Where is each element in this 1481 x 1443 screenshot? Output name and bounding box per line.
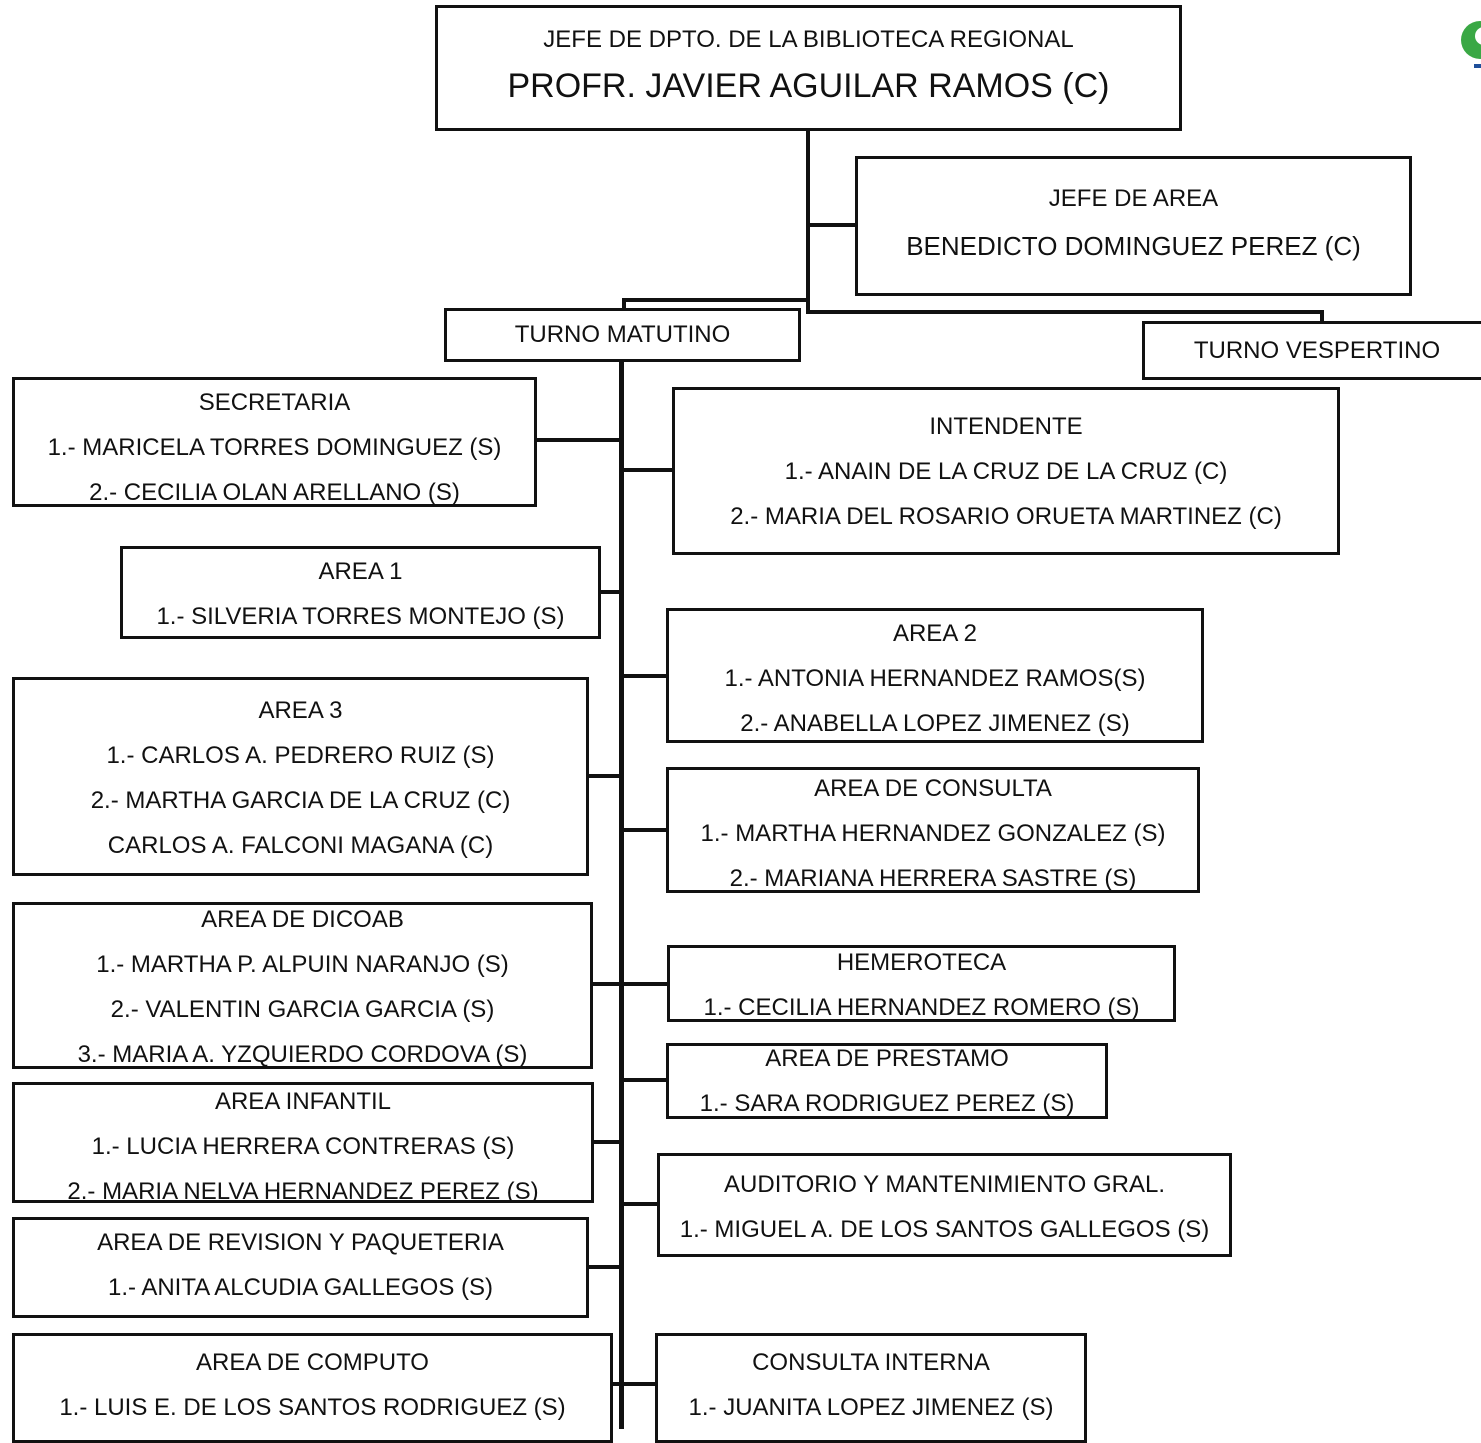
unit-member: 1.- MIGUEL A. DE LOS SANTOS GALLEGOS (S) [679,1216,1210,1243]
department-head-box: JEFE DE DPTO. DE LA BIBLIOTECA REGIONAL … [435,5,1182,131]
unit-box-dicoab: AREA DE DICOAB 1.- MARTHA P. ALPUIN NARA… [12,902,593,1069]
unit-box-computo: AREA DE COMPUTO 1.- LUIS E. DE LOS SANTO… [12,1333,613,1443]
unit-title: AREA DE REVISION Y PAQUETERIA [97,1229,504,1256]
connector-line [1320,310,1324,324]
connector-line [622,828,668,832]
unit-member: 2.- MARIA DEL ROSARIO ORUETA MARTINEZ (C… [730,503,1282,530]
unit-title: CONSULTA INTERNA [752,1349,990,1376]
unit-title: INTENDENTE [929,413,1083,440]
unit-title: AREA DE CONSULTA [814,775,1052,802]
connector-line [534,438,620,442]
unit-member: 1.- CECILIA HERNANDEZ ROMERO (S) [703,994,1140,1021]
department-head-title: JEFE DE DPTO. DE LA BIBLIOTECA REGIONAL [543,26,1074,53]
connector-line [622,1382,658,1386]
unit-box-consulta: AREA DE CONSULTA 1.- MARTHA HERNANDEZ GO… [666,767,1200,893]
unit-box-prestamo: AREA DE PRESTAMO 1.- SARA RODRIGUEZ PERE… [666,1043,1108,1119]
area-head-title: JEFE DE AREA [1048,185,1219,212]
unit-title: AREA INFANTIL [214,1088,392,1115]
trunk-line [619,359,624,1429]
area-head-name: BENEDICTO DOMINGUEZ PEREZ (C) [906,231,1361,261]
unit-box-consulta-interna: CONSULTA INTERNA 1.- JUANITA LOPEZ JIMEN… [655,1333,1087,1443]
department-head-name: PROFR. JAVIER AGUILAR RAMOS (C) [507,67,1110,105]
connector-line [586,1265,620,1269]
logo-icon [1461,21,1481,68]
connector-line [586,774,620,778]
connector-line [808,310,1324,314]
unit-title: AREA DE COMPUTO [196,1349,429,1376]
unit-title: AREA 2 [892,620,978,647]
unit-member: 1.- SILVERIA TORRES MONTEJO (S) [156,603,565,630]
unit-title: HEMEROTECA [836,949,1007,976]
unit-box-auditorio: AUDITORIO Y MANTENIMIENTO GRAL. 1.- MIGU… [657,1153,1232,1257]
unit-member: 2.- MARIANA HERRERA SASTRE (S) [729,865,1137,892]
evening-shift-label: TURNO VESPERTINO [1193,336,1441,364]
evening-shift-box: TURNO VESPERTINO [1142,321,1481,380]
connector-line [622,298,626,310]
connector-line [598,590,620,594]
unit-member: 1.- MARICELA TORRES DOMINGUEZ (S) [47,434,502,461]
unit-member: 3.- MARIA A. YZQUIERDO CORDOVA (S) [77,1041,528,1068]
unit-member: CARLOS A. FALCONI MAGANA (C) [107,832,494,859]
unit-member: 1.- SARA RODRIGUEZ PEREZ (S) [699,1090,1075,1117]
unit-title: AREA DE DICOAB [201,906,404,933]
morning-shift-label: TURNO MATUTINO [514,321,731,348]
unit-member: 2.- MARTHA GARCIA DE LA CRUZ (C) [90,787,511,814]
connector-line [808,223,858,227]
unit-member: 1.- CARLOS A. PEDRERO RUIZ (S) [106,742,495,769]
connector-line [622,674,668,678]
unit-box-hemeroteca: HEMEROTECA 1.- CECILIA HERNANDEZ ROMERO … [667,945,1176,1022]
unit-title: AUDITORIO Y MANTENIMIENTO GRAL. [724,1171,1165,1198]
unit-box-area3: AREA 3 1.- CARLOS A. PEDRERO RUIZ (S) 2.… [12,677,589,876]
unit-member: 1.- LUIS E. DE LOS SANTOS RODRIGUEZ (S) [59,1394,566,1421]
connector-line [806,128,810,314]
connector-line [592,1140,620,1144]
connector-line [622,1202,660,1206]
unit-member: 2.- VALENTIN GARCIA GARCIA (S) [110,996,495,1023]
unit-member: 1.- MARTHA HERNANDEZ GONZALEZ (S) [700,820,1166,847]
connector-line [610,1382,620,1386]
unit-member: 1.- LUCIA HERRERA CONTRERAS (S) [91,1133,515,1160]
connector-line [622,298,808,302]
unit-box-intendente: INTENDENTE 1.- ANAIN DE LA CRUZ DE LA CR… [672,387,1340,555]
connector-line [622,982,670,986]
unit-box-area2: AREA 2 1.- ANTONIA HERNANDEZ RAMOS(S) 2.… [666,608,1204,743]
unit-title: AREA DE PRESTAMO [765,1045,1009,1072]
unit-title: SECRETARIA [198,389,351,416]
morning-shift-box: TURNO MATUTINO [444,308,801,362]
connector-line [622,468,674,472]
unit-member: 1.- JUANITA LOPEZ JIMENEZ (S) [688,1394,1054,1421]
unit-box-revision: AREA DE REVISION Y PAQUETERIA 1.- ANITA … [12,1217,589,1318]
unit-title: AREA 3 [258,697,343,724]
unit-member: 2.- MARIA NELVA HERNANDEZ PEREZ (S) [67,1178,539,1203]
unit-box-secretaria: SECRETARIA 1.- MARICELA TORRES DOMINGUEZ… [12,377,537,507]
connector-line [622,1078,668,1082]
unit-member: 1.- ANAIN DE LA CRUZ DE LA CRUZ (C) [784,458,1228,485]
unit-member: 2.- CECILIA OLAN ARELLANO (S) [89,479,460,506]
unit-box-area1: AREA 1 1.- SILVERIA TORRES MONTEJO (S) [120,546,601,639]
unit-member: 1.- ANTONIA HERNANDEZ RAMOS(S) [724,665,1146,692]
area-head-box: JEFE DE AREA BENEDICTO DOMINGUEZ PEREZ (… [855,156,1412,296]
unit-title: AREA 1 [318,558,403,585]
unit-member: 1.- ANITA ALCUDIA GALLEGOS (S) [107,1274,494,1301]
connector-line [590,982,620,986]
unit-member: 1.- MARTHA P. ALPUIN NARANJO (S) [96,951,509,978]
unit-member: 2.- ANABELLA LOPEZ JIMENEZ (S) [740,710,1130,737]
unit-box-infantil: AREA INFANTIL 1.- LUCIA HERRERA CONTRERA… [12,1082,594,1203]
